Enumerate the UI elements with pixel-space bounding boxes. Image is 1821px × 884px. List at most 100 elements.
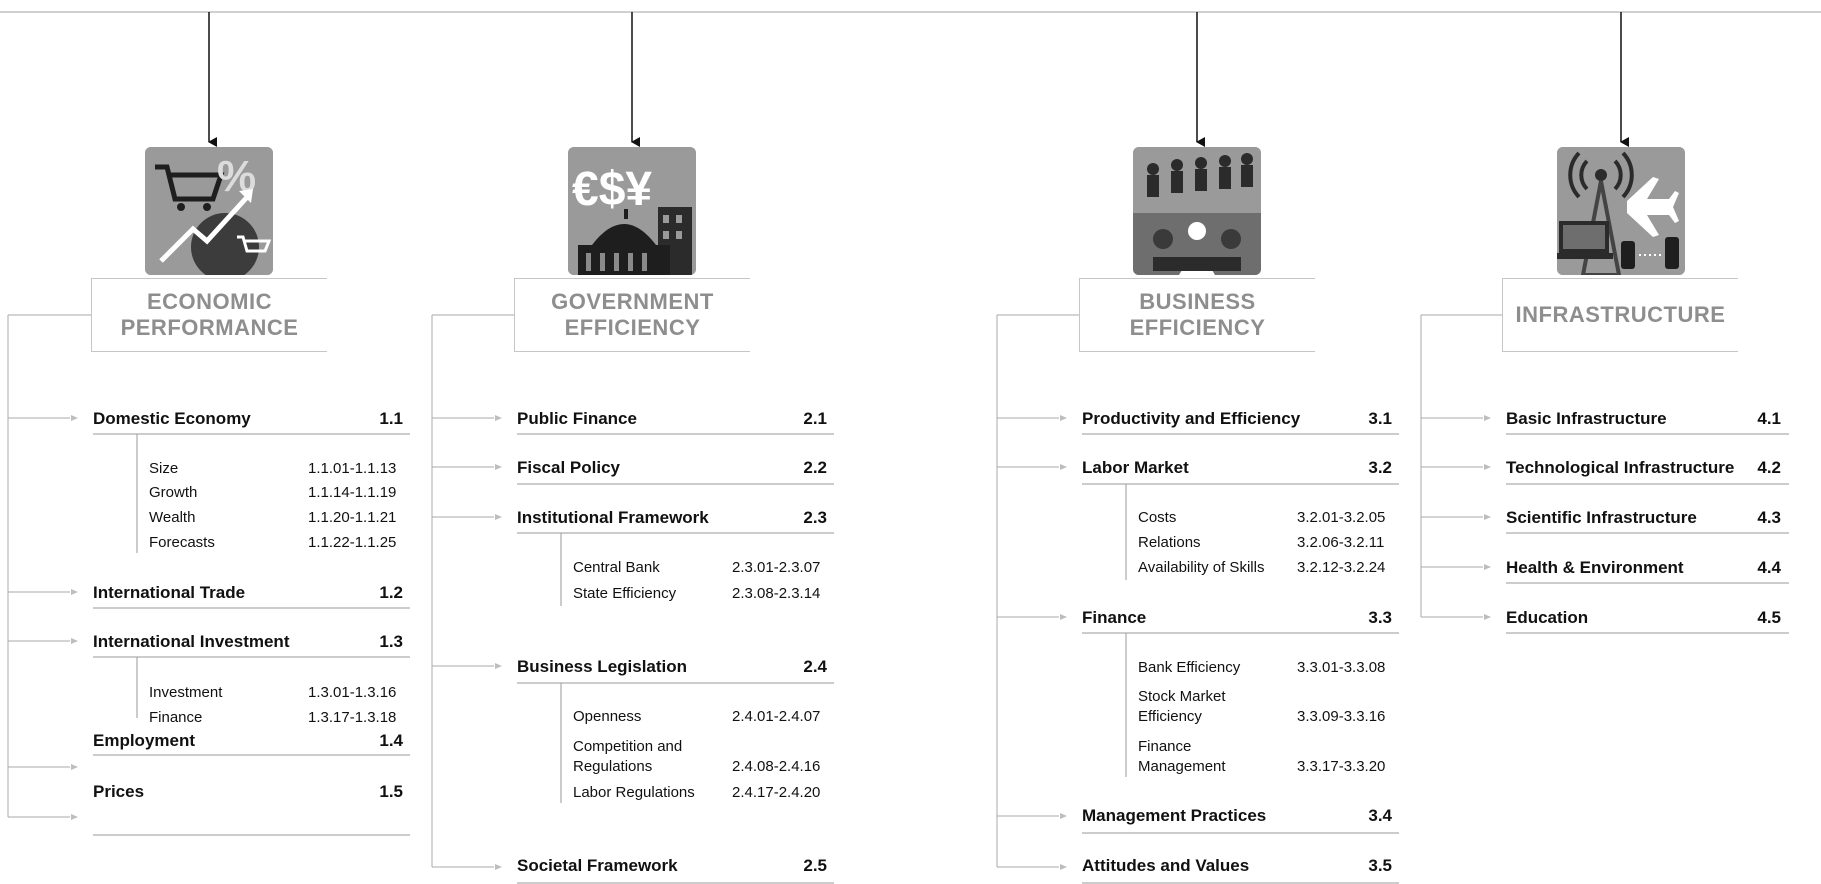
pillar-title-line1: GOVERNMENT bbox=[551, 289, 714, 314]
pillar-title-infrastructure: INFRASTRUCTURE bbox=[1502, 278, 1738, 352]
subfactor-name: Costs bbox=[1138, 509, 1177, 526]
factor-number: 3.2 bbox=[1368, 458, 1392, 477]
factor-name: Public Finance bbox=[517, 409, 637, 428]
factor-number: 4.3 bbox=[1757, 508, 1781, 527]
subfactor-range: 2.4.01-2.4.07 bbox=[732, 708, 821, 725]
factor-number: 3.3 bbox=[1368, 608, 1392, 627]
pillar-title-line1: ECONOMIC bbox=[147, 289, 272, 314]
subfactor-name: Stock Market bbox=[1138, 688, 1226, 705]
factor-name: International Investment bbox=[93, 632, 290, 651]
factor-number: 2.4 bbox=[803, 657, 827, 676]
factor-employment: Employment 1.4 bbox=[93, 731, 403, 753]
subfactor-name: Forecasts bbox=[149, 534, 215, 551]
subfactor-name: Finance bbox=[149, 709, 203, 726]
factor-name: Labor Market bbox=[1082, 458, 1189, 477]
subfactor-range: 2.4.08-2.4.16 bbox=[732, 758, 821, 775]
subfactor-name: Competition and bbox=[573, 738, 683, 755]
subfactor-range: 2.4.17-2.4.20 bbox=[732, 784, 821, 801]
pillar-title-line1: BUSINESS bbox=[1139, 289, 1256, 314]
factor-prices: Prices 1.5 bbox=[93, 782, 403, 804]
pillar-1-branch-arrow-4 bbox=[71, 764, 78, 770]
svg-text:€$¥: €$¥ bbox=[572, 163, 652, 216]
subfactor-name-line2: Efficiency bbox=[1138, 708, 1202, 725]
factor-international-investment: International Investment 1.3 bbox=[93, 632, 403, 654]
factor-basic-infrastructure: Basic Infrastructure 4.1 bbox=[1506, 409, 1781, 431]
subfactor-range: 2.3.01-2.3.07 bbox=[732, 559, 821, 576]
factor-institutional-framework: Institutional Framework 2.3 bbox=[517, 508, 827, 530]
subfactor-name: State Efficiency bbox=[573, 585, 677, 602]
factor-name: Employment bbox=[93, 731, 196, 750]
pillar-3-branch-arrow-3 bbox=[1060, 614, 1067, 620]
factor-number: 1.4 bbox=[379, 731, 403, 750]
factor-education: Education 4.5 bbox=[1506, 608, 1781, 630]
subfactor-range: 3.2.06-3.2.11 bbox=[1297, 534, 1385, 551]
pillar-title-line2: INFRASTRUCTURE bbox=[1515, 302, 1726, 327]
factor-name: Fiscal Policy bbox=[517, 458, 620, 477]
subfactor-name: Central Bank bbox=[573, 559, 660, 576]
pillar-3-branch-arrow-4 bbox=[1060, 813, 1067, 819]
subfactor-range: 3.2.01-3.2.05 bbox=[1297, 509, 1386, 526]
subfactor-range: 1.1.14-1.1.19 bbox=[308, 484, 397, 501]
factor-number: 4.2 bbox=[1757, 458, 1781, 477]
pillar-4-branch-arrow-5 bbox=[1484, 614, 1491, 620]
economic-performance-icon: % bbox=[145, 147, 273, 275]
pillar-2-branch-arrow-2 bbox=[495, 464, 502, 470]
factor-name: Domestic Economy bbox=[93, 409, 251, 428]
factor-name: Productivity and Efficiency bbox=[1082, 409, 1301, 428]
factor-number: 4.4 bbox=[1757, 558, 1781, 577]
factor-attitudes-and-values: Attitudes and Values 3.5 bbox=[1082, 856, 1392, 878]
factor-number: 2.1 bbox=[803, 409, 827, 428]
factor-management-practices: Management Practices 3.4 bbox=[1082, 806, 1392, 828]
subfactor-name: Labor Regulations bbox=[573, 784, 695, 801]
factor-number: 4.5 bbox=[1757, 608, 1781, 627]
factor-name: Finance bbox=[1082, 608, 1147, 627]
subfactor-name: Investment bbox=[149, 684, 223, 701]
pillar-title-government-efficiency: GOVERNMENT EFFICIENCY bbox=[514, 278, 750, 352]
subfactor-name: Finance bbox=[1138, 738, 1192, 755]
factor-name: Societal Framework bbox=[517, 856, 678, 875]
factor-number: 1.2 bbox=[379, 583, 403, 602]
pillar-1-branch-arrow-1 bbox=[71, 415, 78, 421]
factor-name: Business Legislation bbox=[517, 657, 688, 676]
pillar-2-branch-arrow-3 bbox=[495, 514, 502, 520]
factor-scientific-infrastructure: Scientific Infrastructure 4.3 bbox=[1506, 508, 1781, 530]
factor-name: Attitudes and Values bbox=[1082, 856, 1250, 875]
pillar-3-branch-arrow-2 bbox=[1060, 464, 1067, 470]
pillar-4-branch-arrow-3 bbox=[1484, 514, 1491, 520]
subfactor-range: 1.3.17-1.3.18 bbox=[308, 709, 397, 726]
subfactor-range: 2.3.08-2.3.14 bbox=[732, 585, 821, 602]
subfactor-name: Availability of Skills bbox=[1138, 559, 1265, 576]
factor-number: 3.1 bbox=[1368, 409, 1392, 428]
factor-number: 2.3 bbox=[803, 508, 827, 527]
subfactor-name: Growth bbox=[149, 484, 198, 501]
pillar-title-business-efficiency: BUSINESS EFFICIENCY bbox=[1079, 278, 1315, 352]
pillar-1-branch-arrow-5 bbox=[71, 814, 78, 820]
subfactor-range: 1.1.01-1.1.13 bbox=[308, 460, 397, 477]
factor-name: Basic Infrastructure bbox=[1506, 409, 1667, 428]
pillar-4-branch-arrow-1 bbox=[1484, 415, 1491, 421]
factor-fiscal-policy: Fiscal Policy 2.2 bbox=[517, 458, 827, 480]
factor-name: Health & Environment bbox=[1506, 558, 1684, 577]
pillar-title-line2: PERFORMANCE bbox=[120, 315, 299, 340]
factor-labor-market: Labor Market 3.2 bbox=[1082, 458, 1392, 480]
factor-societal-framework: Societal Framework 2.5 bbox=[517, 856, 827, 878]
subfactor-range: 3.3.09-3.3.16 bbox=[1297, 708, 1386, 725]
factor-number: 3.5 bbox=[1368, 856, 1392, 875]
factor-number: 1.5 bbox=[379, 782, 403, 801]
infrastructure-icon bbox=[1557, 147, 1685, 275]
factor-name: Institutional Framework bbox=[517, 508, 709, 527]
factor-name: Education bbox=[1506, 608, 1589, 627]
government-efficiency-icon: €$¥ bbox=[568, 147, 696, 275]
factor-health-and-environment: Health & Environment 4.4 bbox=[1506, 558, 1781, 580]
business-efficiency-icon bbox=[1133, 147, 1261, 275]
subfactor-name: Bank Efficiency bbox=[1138, 659, 1241, 676]
pillar-title-economic-performance: ECONOMIC PERFORMANCE bbox=[91, 278, 327, 352]
factor-number: 3.4 bbox=[1368, 806, 1392, 825]
subfactor-range: 1.1.22-1.1.25 bbox=[308, 534, 397, 551]
factor-technological-infrastructure: Technological Infrastructure 4.2 bbox=[1506, 458, 1781, 480]
factor-name: International Trade bbox=[93, 583, 246, 602]
pillar-2-branch-arrow-1 bbox=[495, 415, 502, 421]
factor-name: Management Practices bbox=[1082, 806, 1267, 825]
